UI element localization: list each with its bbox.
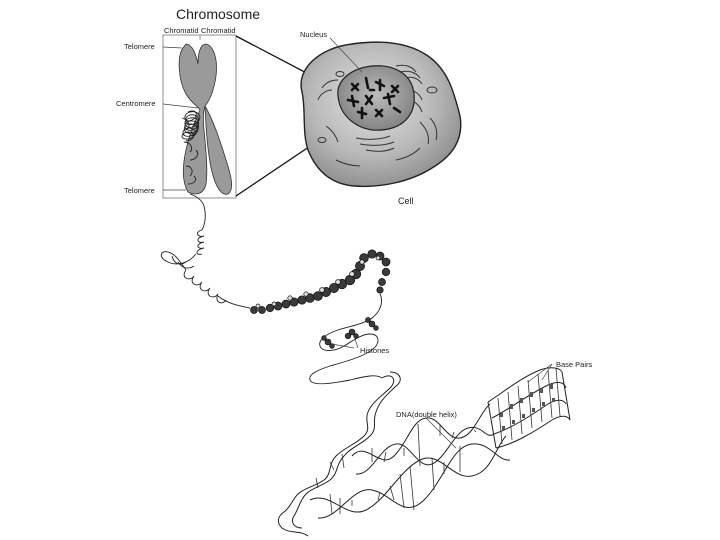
label-cell: Cell	[398, 196, 414, 206]
nucleus-chromosomes	[346, 76, 402, 120]
histones-leaders	[331, 335, 359, 349]
nucleus-body	[337, 65, 415, 131]
chromosome-leaders	[162, 46, 199, 191]
dna-rungs	[315, 423, 477, 515]
label-telomere-bottom: Telomere	[124, 186, 155, 195]
dna-ladder-rungs	[497, 367, 561, 445]
dna-leader	[425, 417, 457, 449]
chromatin-fiber	[160, 193, 251, 309]
chromosome-box	[162, 34, 237, 199]
label-chromatid-left: Chromatid	[164, 26, 199, 35]
nucleus-leader	[329, 37, 363, 73]
label-dna: DNA(double helix)	[396, 410, 457, 419]
dna-helix	[277, 371, 511, 537]
nucleosome-fiber	[250, 249, 391, 314]
label-nucleus: Nucleus	[300, 30, 328, 39]
diagram-title: Chromosome	[176, 6, 261, 22]
beads-on-string	[309, 293, 383, 385]
label-centromere: Centromere	[116, 99, 156, 108]
label-base-pairs: Base Pairs	[556, 360, 593, 369]
label-chromatid-right: Chromatid	[201, 26, 236, 35]
label-histones: Histones	[360, 346, 390, 355]
chromatin-coil	[181, 110, 201, 185]
label-telomere-top: Telomere	[124, 42, 155, 51]
base-pairs-leaders	[527, 363, 553, 383]
chromosome-shape	[178, 43, 232, 195]
dna-ladder	[487, 367, 571, 449]
cell-organelles	[317, 64, 438, 167]
base-pair-blocks	[500, 384, 555, 430]
